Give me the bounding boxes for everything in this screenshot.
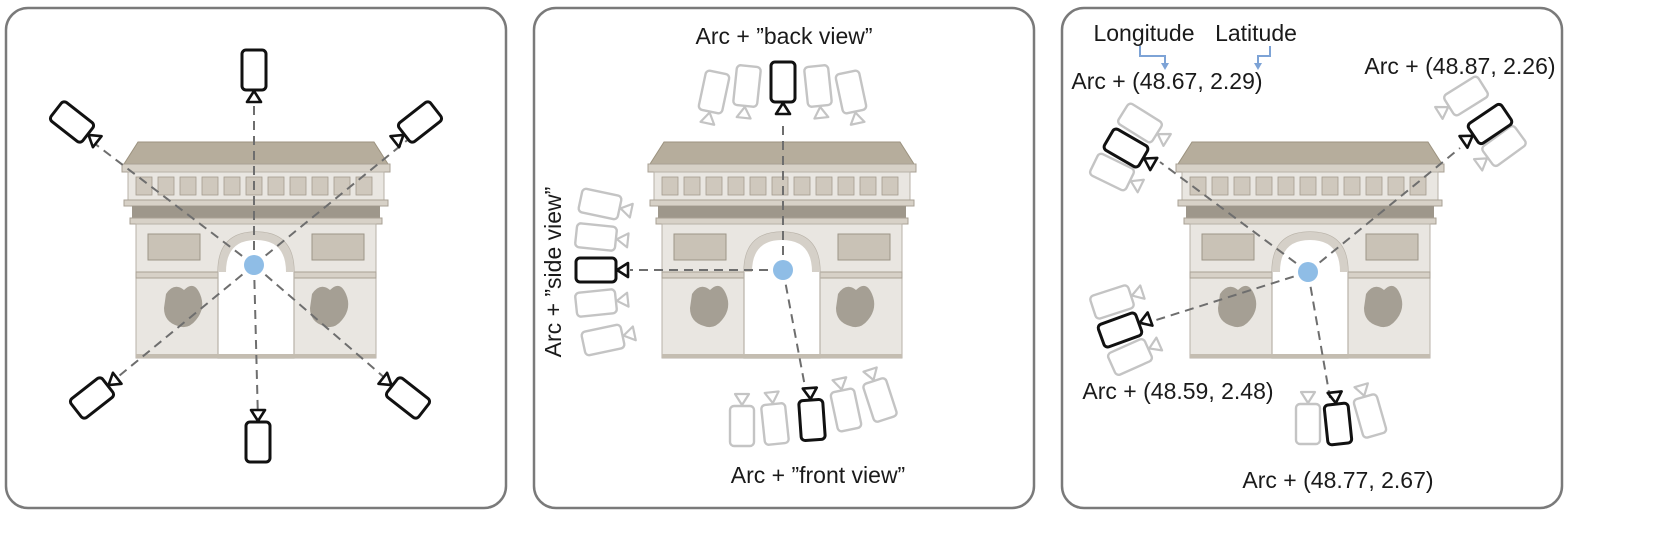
label-top-left: Arc + (48.67, 2.29) — [1071, 68, 1262, 94]
panel-1 — [4, 6, 508, 510]
label-bottom-left: Arc + (48.59, 2.48) — [1082, 378, 1273, 404]
camera-rays — [89, 98, 411, 421]
header-longitude: Longitude — [1093, 20, 1194, 46]
label-front-view: Arc + ”front view” — [731, 462, 905, 488]
latitude-arrow — [1257, 46, 1271, 64]
camera-rays — [630, 122, 807, 393]
label-top-right: Arc + (48.87, 2.26) — [1364, 53, 1555, 79]
label-side-view: Arc + ”side view” — [540, 187, 566, 358]
latitude-arrowhead — [1254, 63, 1262, 70]
camera-rays — [1149, 147, 1461, 399]
longitude-arrow — [1139, 46, 1166, 64]
center-point-icon — [244, 255, 264, 275]
panel-3: Longitude Latitude Arc + (48.67, 2.29) A… — [1060, 6, 1564, 510]
center-point-icon — [1298, 262, 1318, 282]
center-point-icon — [773, 260, 793, 280]
label-bottom: Arc + (48.77, 2.67) — [1242, 467, 1433, 493]
label-back-view: Arc + ”back view” — [695, 23, 872, 49]
longitude-arrowhead — [1161, 63, 1169, 70]
header-latitude: Latitude — [1215, 20, 1297, 46]
panel-2: Arc + ”back view” Arc + ”side view” Arc … — [532, 6, 1036, 510]
monument-icon — [1175, 141, 1445, 359]
